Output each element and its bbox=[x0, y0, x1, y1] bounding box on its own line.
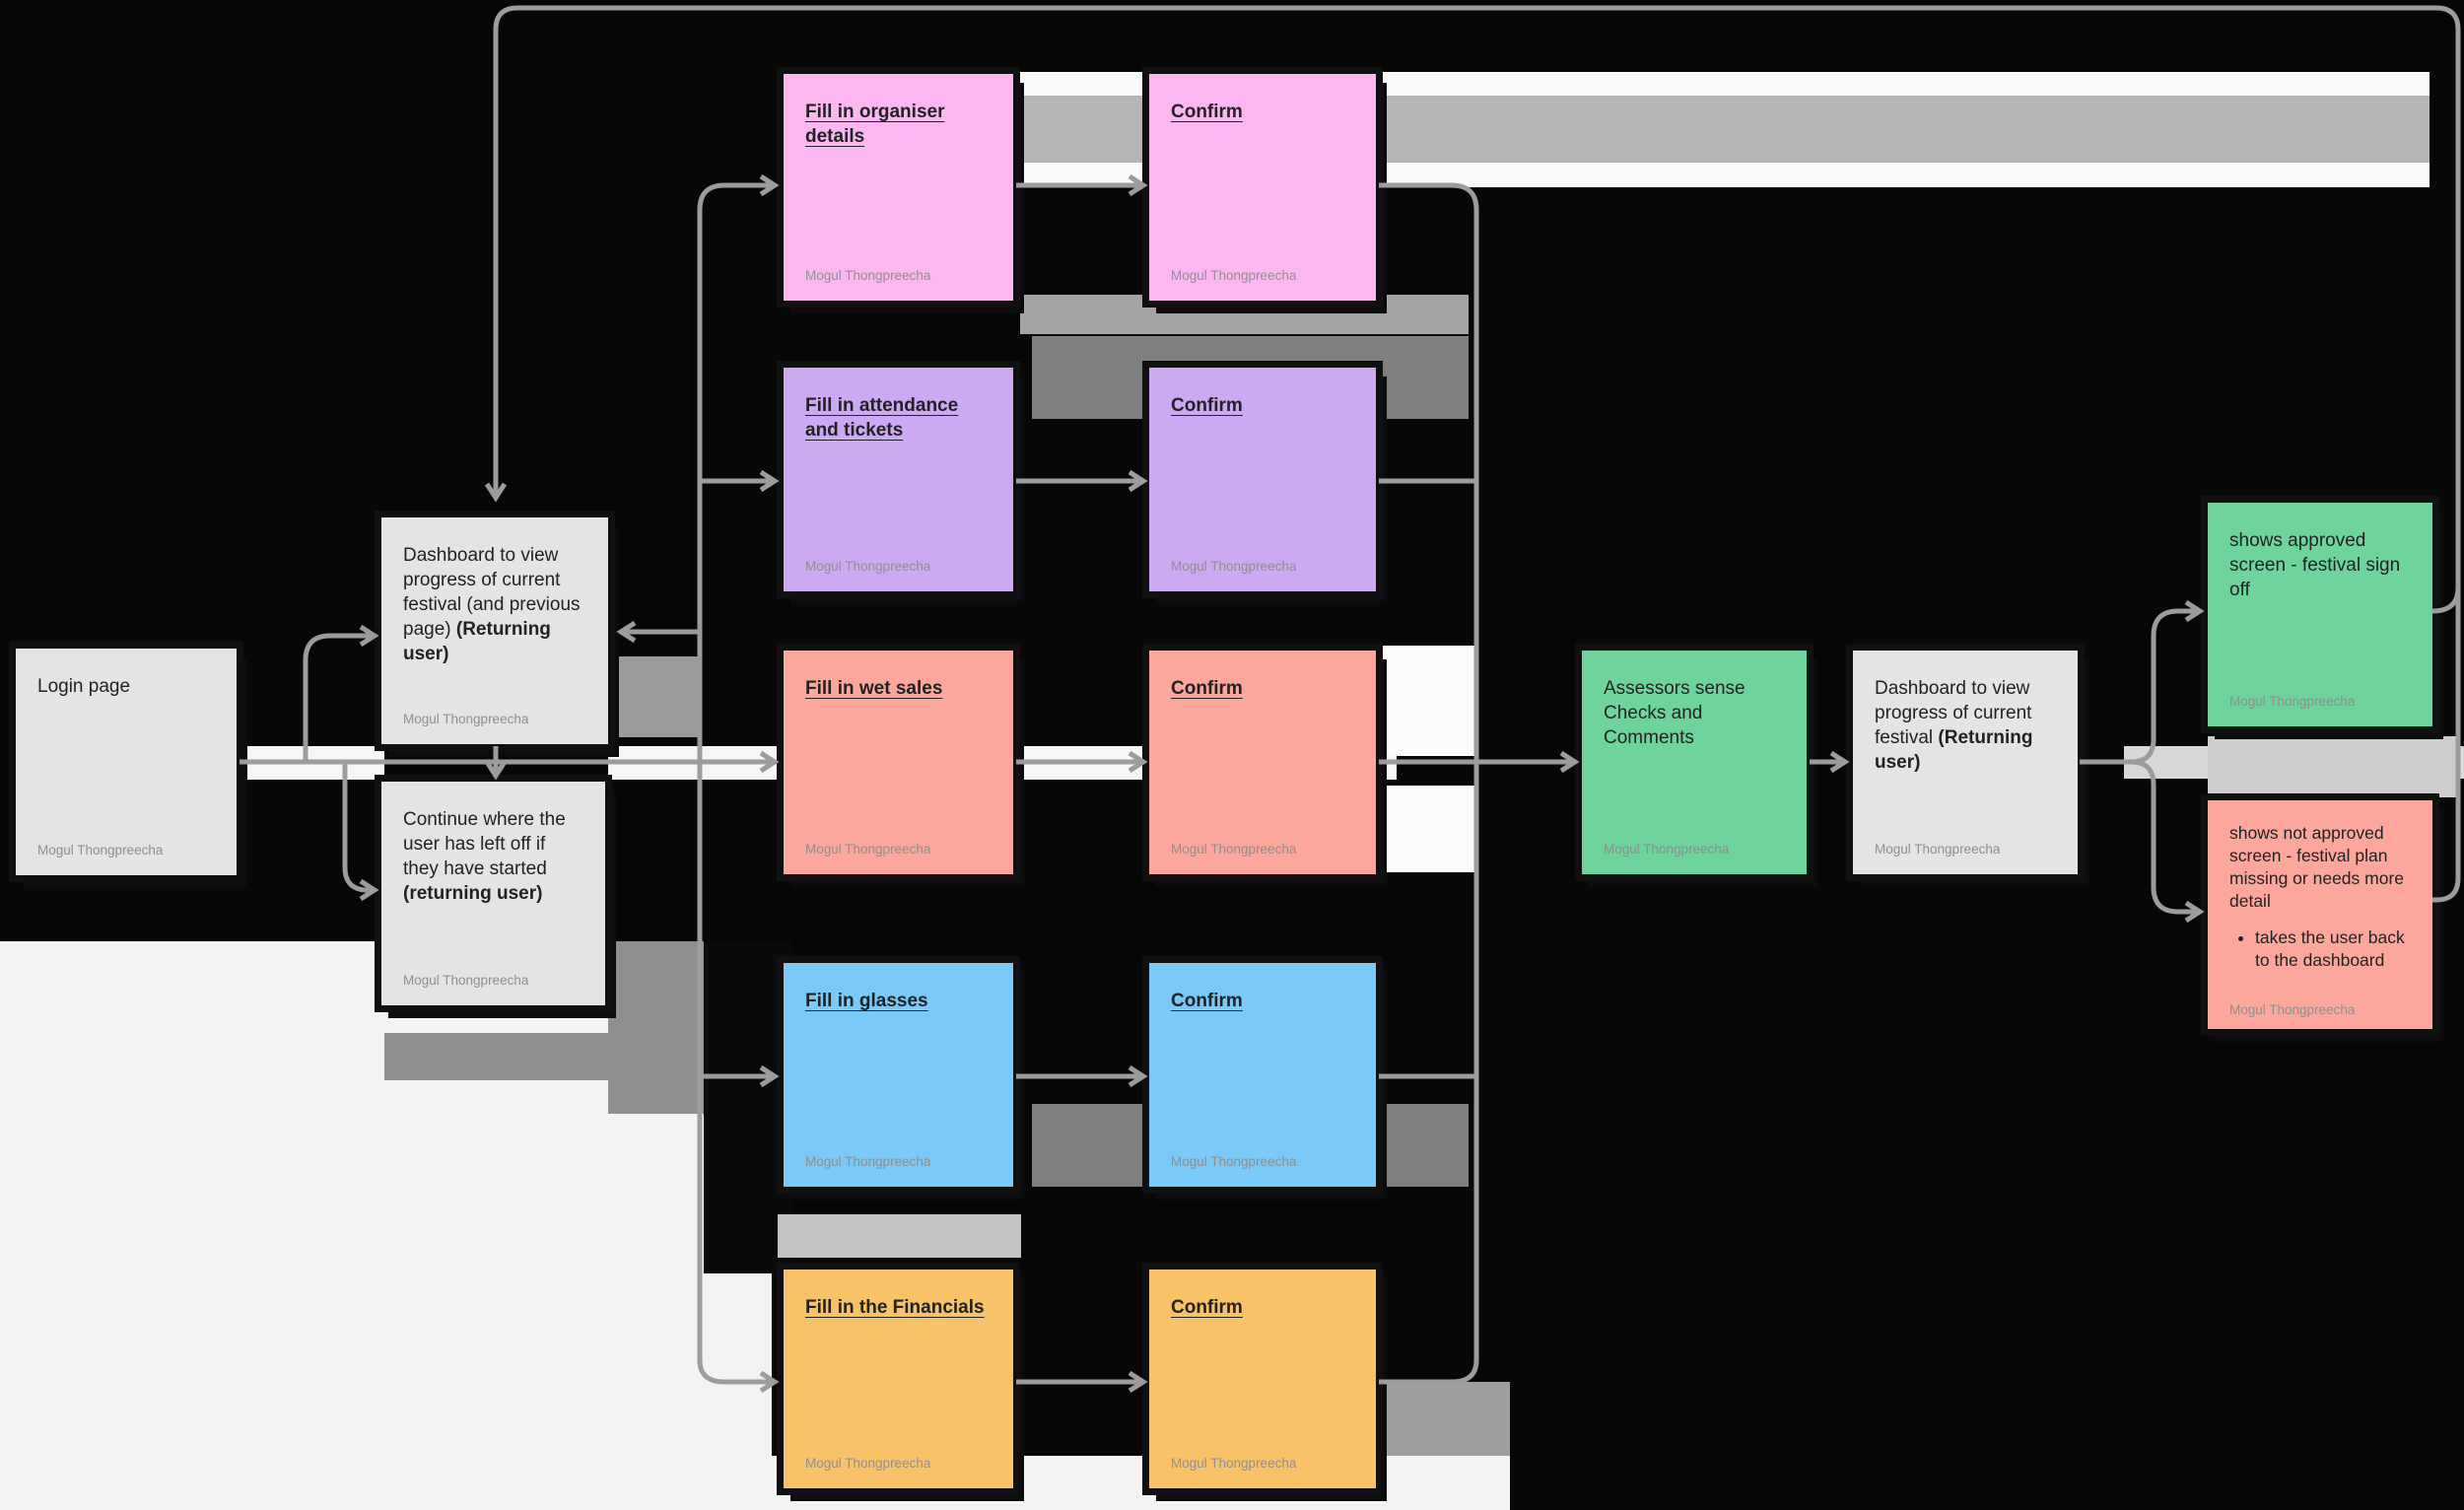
sticky-author: Mogul Thongpreecha bbox=[2229, 694, 2356, 709]
background-patch-white bbox=[1380, 786, 1475, 872]
sticky-title: shows approved screen - festival sign of… bbox=[2229, 530, 2401, 601]
sticky-title: Confirm bbox=[1171, 991, 1243, 1011]
connector-dashboard2-to-approved bbox=[2080, 599, 2205, 765]
sticky-author: Mogul Thongpreecha bbox=[1171, 559, 1297, 574]
sticky-author: Mogul Thongpreecha bbox=[805, 1154, 931, 1169]
sticky-fill-in-organiser-details: Fill in organiser details Mogul Thongpre… bbox=[784, 74, 1013, 301]
shadow-patch-gray bbox=[608, 941, 704, 1114]
sticky-title: shows not approved screen - festival pla… bbox=[2208, 800, 2432, 973]
background-band-gray bbox=[872, 96, 2430, 163]
sticky-bullet-list: takes the user back to the dashboard bbox=[2237, 927, 2411, 972]
sticky-author: Mogul Thongpreecha bbox=[805, 559, 931, 574]
sticky-author: Mogul Thongpreecha bbox=[1171, 268, 1297, 283]
sticky-author: Mogul Thongpreecha bbox=[37, 843, 164, 858]
sticky-title: Fill in the Financials bbox=[805, 1297, 985, 1318]
sticky-title: Dashboard to view progress of current fe… bbox=[1875, 678, 2033, 774]
sticky-author: Mogul Thongpreecha bbox=[1604, 842, 1730, 857]
sticky-title: Login page bbox=[37, 676, 131, 697]
sticky-title: Confirm bbox=[1171, 102, 1243, 122]
sticky-confirm-wet-sales: Confirm Mogul Thongpreecha bbox=[1149, 651, 1376, 874]
sticky-confirm-financials: Confirm Mogul Thongpreecha bbox=[1149, 1270, 1376, 1488]
sticky-title: Fill in organiser details bbox=[805, 102, 945, 148]
sticky-confirm-glasses: Confirm Mogul Thongpreecha bbox=[1149, 963, 1376, 1187]
sticky-author: Mogul Thongpreecha bbox=[1171, 1154, 1297, 1169]
sticky-author: Mogul Thongpreecha bbox=[805, 1456, 931, 1471]
sticky-login-page: Login page Mogul Thongpreecha bbox=[16, 649, 237, 875]
sticky-title: Fill in wet sales bbox=[805, 678, 943, 699]
sticky-confirm-organiser: Confirm Mogul Thongpreecha bbox=[1149, 74, 1376, 301]
connector-trunk-to-organiser bbox=[697, 173, 780, 211]
sticky-title: Fill in attendance and tickets bbox=[805, 395, 959, 442]
sticky-author: Mogul Thongpreecha bbox=[1171, 842, 1297, 857]
sticky-title: Dashboard to view progress of current fe… bbox=[403, 545, 581, 665]
sticky-fill-in-wet-sales: Fill in wet sales Mogul Thongpreecha bbox=[784, 651, 1013, 874]
background-strip-gray bbox=[2208, 736, 2460, 797]
sticky-bullet-item: takes the user back to the dashboard bbox=[2255, 927, 2411, 972]
connector-confirm-organiser-merge bbox=[1379, 182, 1479, 211]
sticky-confirm-attendance: Confirm Mogul Thongpreecha bbox=[1149, 368, 1376, 591]
sticky-not-approved-screen: shows not approved screen - festival pla… bbox=[2208, 800, 2432, 1029]
sticky-author: Mogul Thongpreecha bbox=[805, 268, 931, 283]
sticky-dashboard-2: Dashboard to view progress of current fe… bbox=[1853, 651, 2078, 874]
sticky-fill-in-the-financials: Fill in the Financials Mogul Thongpreech… bbox=[784, 1270, 1013, 1488]
shadow-patch-gray bbox=[778, 1214, 1021, 1258]
sticky-assessors-sense-checks: Assessors sense Checks and Comments Mogu… bbox=[1582, 651, 1807, 874]
background-strip-white bbox=[872, 72, 2430, 96]
connector-login-to-dashboard1 bbox=[303, 624, 379, 762]
connector-approved-loop-join bbox=[2431, 586, 2461, 614]
sticky-title: Fill in glasses bbox=[805, 991, 928, 1011]
sticky-author: Mogul Thongpreecha bbox=[403, 973, 529, 988]
connector-confirm-financials-merge bbox=[1379, 1359, 1479, 1385]
sticky-author: Mogul Thongpreecha bbox=[403, 712, 529, 726]
sticky-author: Mogul Thongpreecha bbox=[1171, 1456, 1297, 1471]
sticky-fill-in-attendance-and-tickets: Fill in attendance and tickets Mogul Tho… bbox=[784, 368, 1013, 591]
shadow-patch-gray bbox=[384, 1033, 609, 1080]
sticky-title: Continue where the user has left off if … bbox=[403, 809, 566, 905]
sticky-title: Confirm bbox=[1171, 1297, 1243, 1318]
sticky-title: Assessors sense Checks and Comments bbox=[1604, 678, 1745, 749]
shadow-patch-gray bbox=[1020, 295, 1469, 334]
sticky-title: Confirm bbox=[1171, 678, 1243, 699]
sticky-dashboard-1: Dashboard to view progress of current fe… bbox=[381, 517, 608, 744]
connector-login-to-continue bbox=[342, 762, 379, 902]
background-patch-white bbox=[1380, 646, 1475, 756]
sticky-author: Mogul Thongpreecha bbox=[2229, 1002, 2356, 1017]
sticky-author: Mogul Thongpreecha bbox=[805, 842, 931, 857]
sticky-title: Confirm bbox=[1171, 395, 1243, 416]
background-strip-white bbox=[872, 163, 2430, 187]
sticky-author: Mogul Thongpreecha bbox=[1875, 842, 2001, 857]
sticky-approved-screen: shows approved screen - festival sign of… bbox=[2208, 503, 2432, 726]
shadow-patch-gray bbox=[610, 656, 699, 737]
connector-dashboard2-to-not-approved bbox=[2080, 759, 2205, 924]
sticky-continue-where-left-off: Continue where the user has left off if … bbox=[381, 782, 605, 1005]
sticky-fill-in-glasses: Fill in glasses Mogul Thongpreecha bbox=[784, 963, 1013, 1187]
